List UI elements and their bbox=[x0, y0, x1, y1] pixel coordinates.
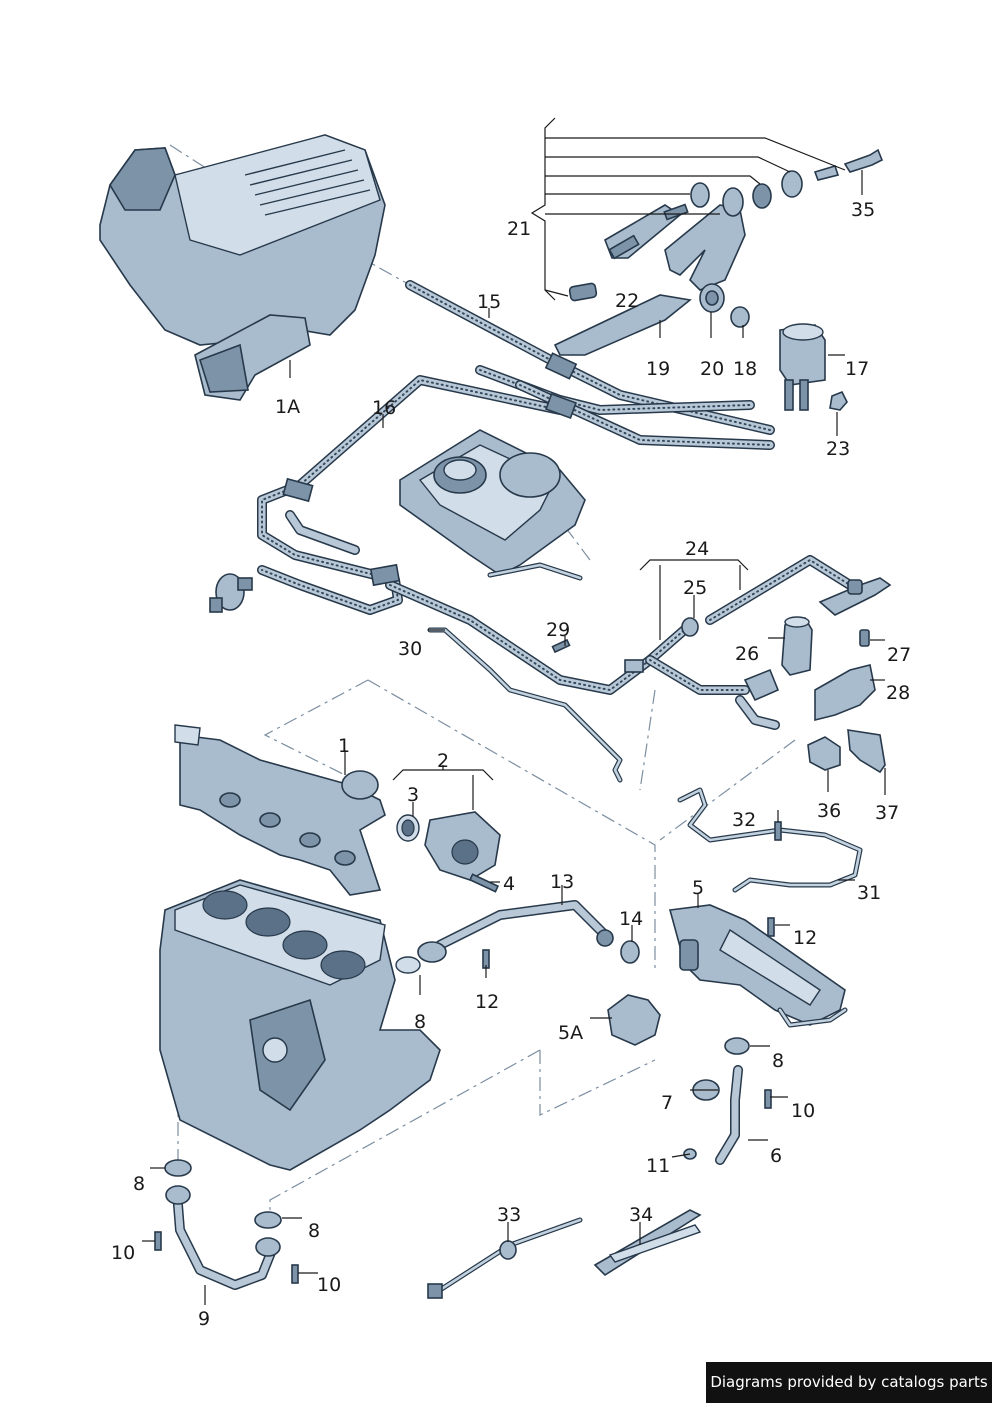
heat-shield bbox=[607, 994, 661, 1046]
vacuum-hoses bbox=[257, 280, 855, 730]
callout-24: 24 bbox=[685, 538, 709, 560]
callout-35: 35 bbox=[851, 199, 875, 221]
throttle-housing bbox=[424, 811, 501, 893]
callout-3: 3 bbox=[407, 784, 419, 806]
callout-8d: 8 bbox=[308, 1220, 320, 1242]
callout-16: 16 bbox=[372, 397, 396, 419]
callout-36: 36 bbox=[817, 800, 841, 822]
callout-34: 34 bbox=[629, 1204, 653, 1226]
cable-ties bbox=[427, 1209, 702, 1299]
callout-25: 25 bbox=[683, 577, 707, 599]
callout-18: 18 bbox=[733, 358, 757, 380]
engine-block bbox=[159, 879, 441, 1171]
callout-23: 23 bbox=[826, 438, 850, 460]
leader-lines bbox=[142, 117, 886, 1305]
callout-4: 4 bbox=[503, 873, 515, 895]
callout-20: 20 bbox=[700, 358, 724, 380]
pipe-9 bbox=[164, 1159, 282, 1290]
callout-15: 15 bbox=[477, 291, 501, 313]
callout-8a: 8 bbox=[414, 1011, 426, 1033]
callout-2: 2 bbox=[437, 750, 449, 772]
callout-5: 5 bbox=[692, 877, 704, 899]
reference-lines bbox=[169, 144, 796, 1215]
callout-10a: 10 bbox=[791, 1100, 815, 1122]
callout-31: 31 bbox=[857, 882, 881, 904]
callout-29: 29 bbox=[546, 619, 570, 641]
callout-11: 11 bbox=[646, 1155, 670, 1177]
footer-credit: Diagrams provided by catalogs parts bbox=[706, 1362, 992, 1403]
pipe-6 bbox=[692, 1037, 750, 1165]
callout-19: 19 bbox=[646, 358, 670, 380]
callout-6: 6 bbox=[770, 1145, 782, 1167]
callout-12b: 12 bbox=[475, 991, 499, 1013]
line-31 bbox=[677, 787, 863, 893]
egr-cooler bbox=[668, 904, 848, 1028]
callout-8b: 8 bbox=[772, 1050, 784, 1072]
valve-cover bbox=[399, 429, 586, 581]
callout-12a: 12 bbox=[793, 927, 817, 949]
callout-10b: 10 bbox=[111, 1242, 135, 1264]
callout-30: 30 bbox=[398, 638, 422, 660]
callout-13: 13 bbox=[550, 871, 574, 893]
line-30 bbox=[427, 627, 623, 783]
bracket-group bbox=[553, 148, 884, 411]
callout-8c: 8 bbox=[133, 1173, 145, 1195]
callout-28: 28 bbox=[886, 682, 910, 704]
callout-14: 14 bbox=[619, 908, 643, 930]
intake-manifold bbox=[174, 724, 420, 896]
callout-7: 7 bbox=[661, 1092, 673, 1114]
callout-21: 21 bbox=[507, 218, 531, 240]
callout-1A: 1A bbox=[275, 396, 300, 418]
vacuum-reservoir bbox=[209, 573, 253, 613]
callout-26: 26 bbox=[735, 643, 759, 665]
callout-32: 32 bbox=[732, 809, 756, 831]
valve-group-right bbox=[681, 577, 892, 774]
callout-5A: 5A bbox=[558, 1022, 583, 1044]
callout-9: 9 bbox=[198, 1308, 210, 1330]
callout-22: 22 bbox=[615, 290, 639, 312]
callout-27: 27 bbox=[887, 644, 911, 666]
callout-10c: 10 bbox=[317, 1274, 341, 1296]
callout-33: 33 bbox=[497, 1204, 521, 1226]
callout-1: 1 bbox=[338, 735, 350, 757]
callout-37: 37 bbox=[875, 802, 899, 824]
callout-labels: 1A 15 16 21 22 35 19 20 18 17 23 24 25 2… bbox=[111, 199, 911, 1330]
air-filter-housing bbox=[99, 134, 386, 401]
egr-pipe bbox=[395, 900, 640, 974]
callout-17: 17 bbox=[845, 358, 869, 380]
